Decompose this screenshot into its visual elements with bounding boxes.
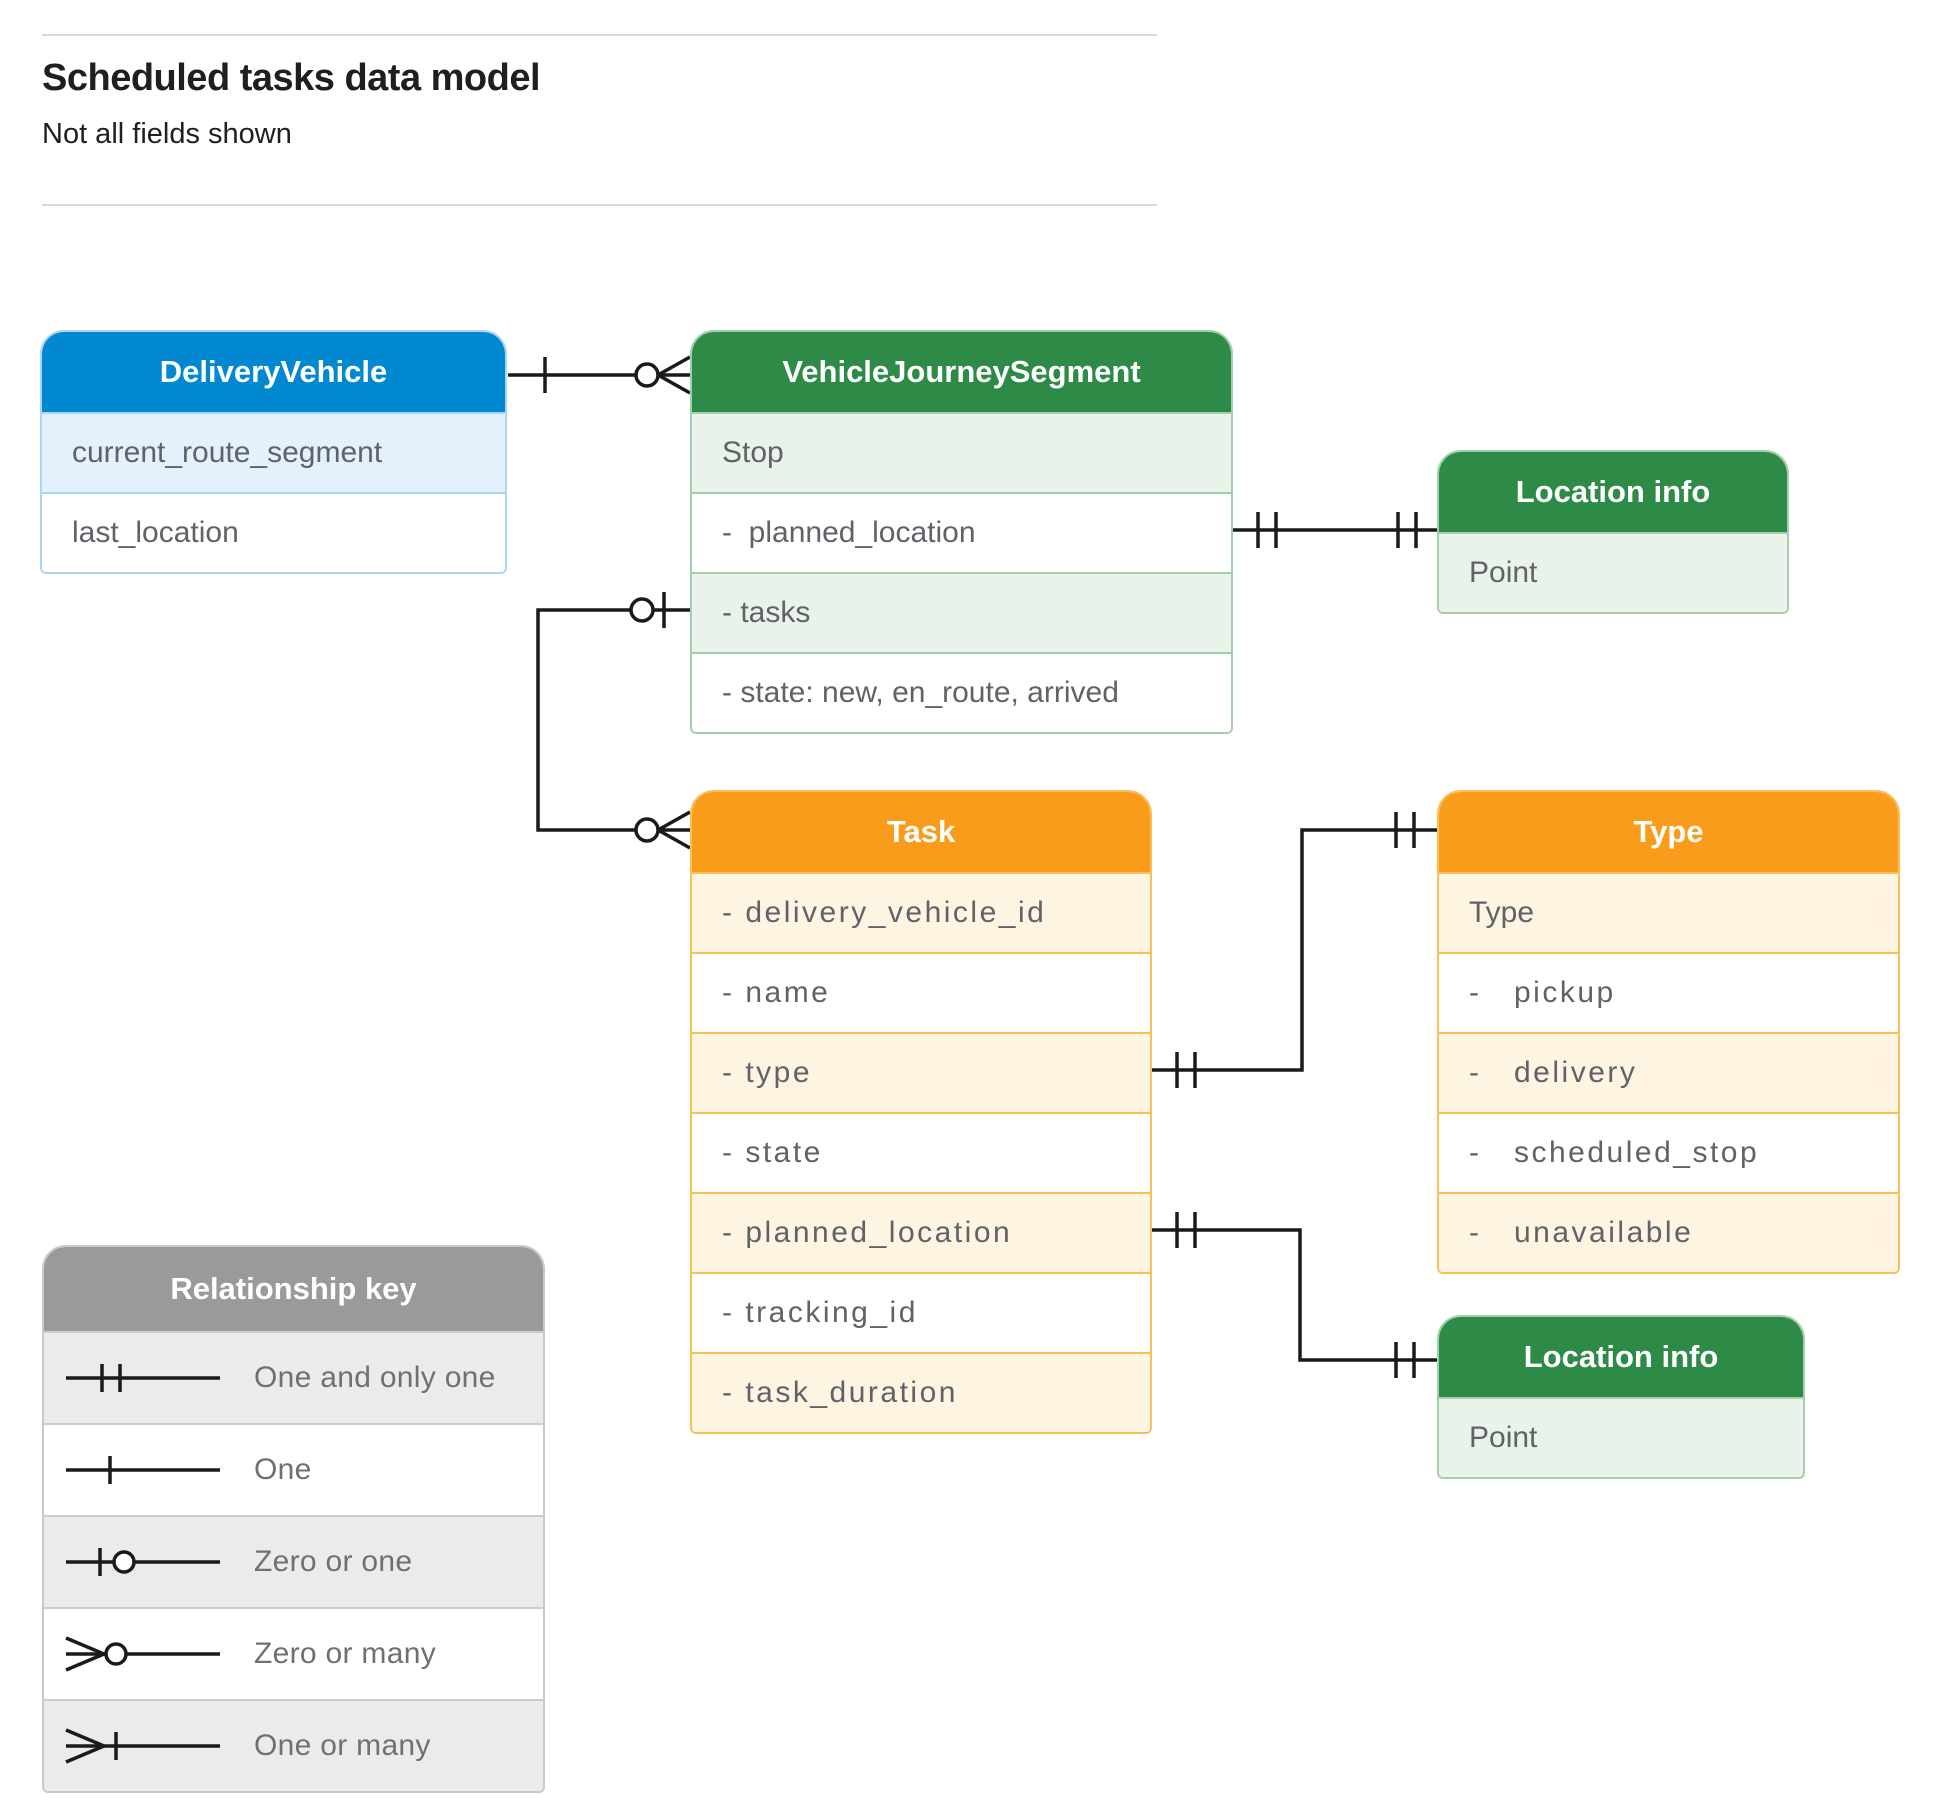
legend-item-one: One [44, 1423, 543, 1515]
entity-location-info-bottom-title: Location info [1439, 1317, 1803, 1397]
bottom-divider [42, 204, 1157, 206]
legend-item-zero-or-many: Zero or many [44, 1607, 543, 1699]
top-divider [42, 34, 1157, 36]
relationship-key-title: Relationship key [44, 1247, 543, 1331]
task-field-task-duration: - task_duration [692, 1352, 1150, 1432]
entity-task: Task - delivery_vehicle_id - name - type… [690, 790, 1152, 1434]
legend-label: One or many [254, 1729, 431, 1762]
type-value-pickup: - pickup [1439, 952, 1898, 1032]
connector-plannedlocation-locationinfo-top [1233, 512, 1437, 548]
entity-delivery-vehicle: DeliveryVehicle current_route_segment la… [40, 330, 507, 574]
task-field-planned-location: - planned_location [692, 1192, 1150, 1272]
connector-tasks-task [536, 592, 691, 850]
connector-taskplannedlocation-locationinfo-bottom [1152, 1212, 1437, 1378]
page-title: Scheduled tasks data model [42, 57, 541, 99]
entity-delivery-vehicle-title: DeliveryVehicle [42, 332, 505, 412]
task-field-type: - type [692, 1032, 1150, 1112]
field-tasks: - tasks [692, 572, 1231, 652]
field-point-top: Point [1439, 532, 1787, 612]
legend-label: Zero or many [254, 1637, 436, 1670]
relationship-key: Relationship key One and only one One Ze… [42, 1245, 545, 1793]
legend-label: One and only one [254, 1361, 496, 1394]
field-stop: Stop [692, 412, 1231, 492]
legend-item-one-and-only-one: One and only one [44, 1331, 543, 1423]
one-symbol [66, 1456, 220, 1484]
legend-label: One [254, 1453, 312, 1486]
task-field-name: - name [692, 952, 1150, 1032]
page-subtitle: Not all fields shown [42, 118, 292, 150]
connector-tasktype-type [1152, 812, 1437, 1088]
field-planned-location: - planned_location [692, 492, 1231, 572]
type-value-scheduled-stop: - scheduled_stop [1439, 1112, 1898, 1192]
field-point-bottom: Point [1439, 1397, 1803, 1477]
field-state-enum: - state: new, en_route, arrived [692, 652, 1231, 732]
zero-or-one-symbol [66, 1548, 220, 1576]
field-current-route-segment: current_route_segment [42, 412, 505, 492]
zero-or-many-symbol [65, 1636, 220, 1672]
connector-deliveryvehicle-vehiclejourneysegment [508, 355, 691, 395]
type-field-type: Type [1439, 872, 1898, 952]
legend-label: Zero or one [254, 1545, 413, 1578]
entity-task-title: Task [692, 792, 1150, 872]
task-field-state: - state [692, 1112, 1150, 1192]
type-value-unavailable: - unavailable [1439, 1192, 1898, 1272]
legend-item-zero-or-one: Zero or one [44, 1515, 543, 1607]
entity-location-info-bottom: Location info Point [1437, 1315, 1805, 1479]
task-field-delivery-vehicle-id: - delivery_vehicle_id [692, 872, 1150, 952]
entity-location-info-top: Location info Point [1437, 450, 1789, 614]
type-value-delivery: - delivery [1439, 1032, 1898, 1112]
task-field-tracking-id: - tracking_id [692, 1272, 1150, 1352]
entity-vehicle-journey-segment: VehicleJourneySegment Stop - planned_loc… [690, 330, 1233, 734]
field-last-location: last_location [42, 492, 505, 572]
entity-type-title: Type [1439, 792, 1898, 872]
entity-location-info-top-title: Location info [1439, 452, 1787, 532]
entity-type: Type Type - pickup - delivery - schedule… [1437, 790, 1900, 1274]
one-or-many-symbol [65, 1728, 220, 1764]
entity-vehicle-journey-segment-title: VehicleJourneySegment [692, 332, 1231, 412]
one-and-only-one-symbol [66, 1364, 220, 1392]
legend-item-one-or-many: One or many [44, 1699, 543, 1791]
